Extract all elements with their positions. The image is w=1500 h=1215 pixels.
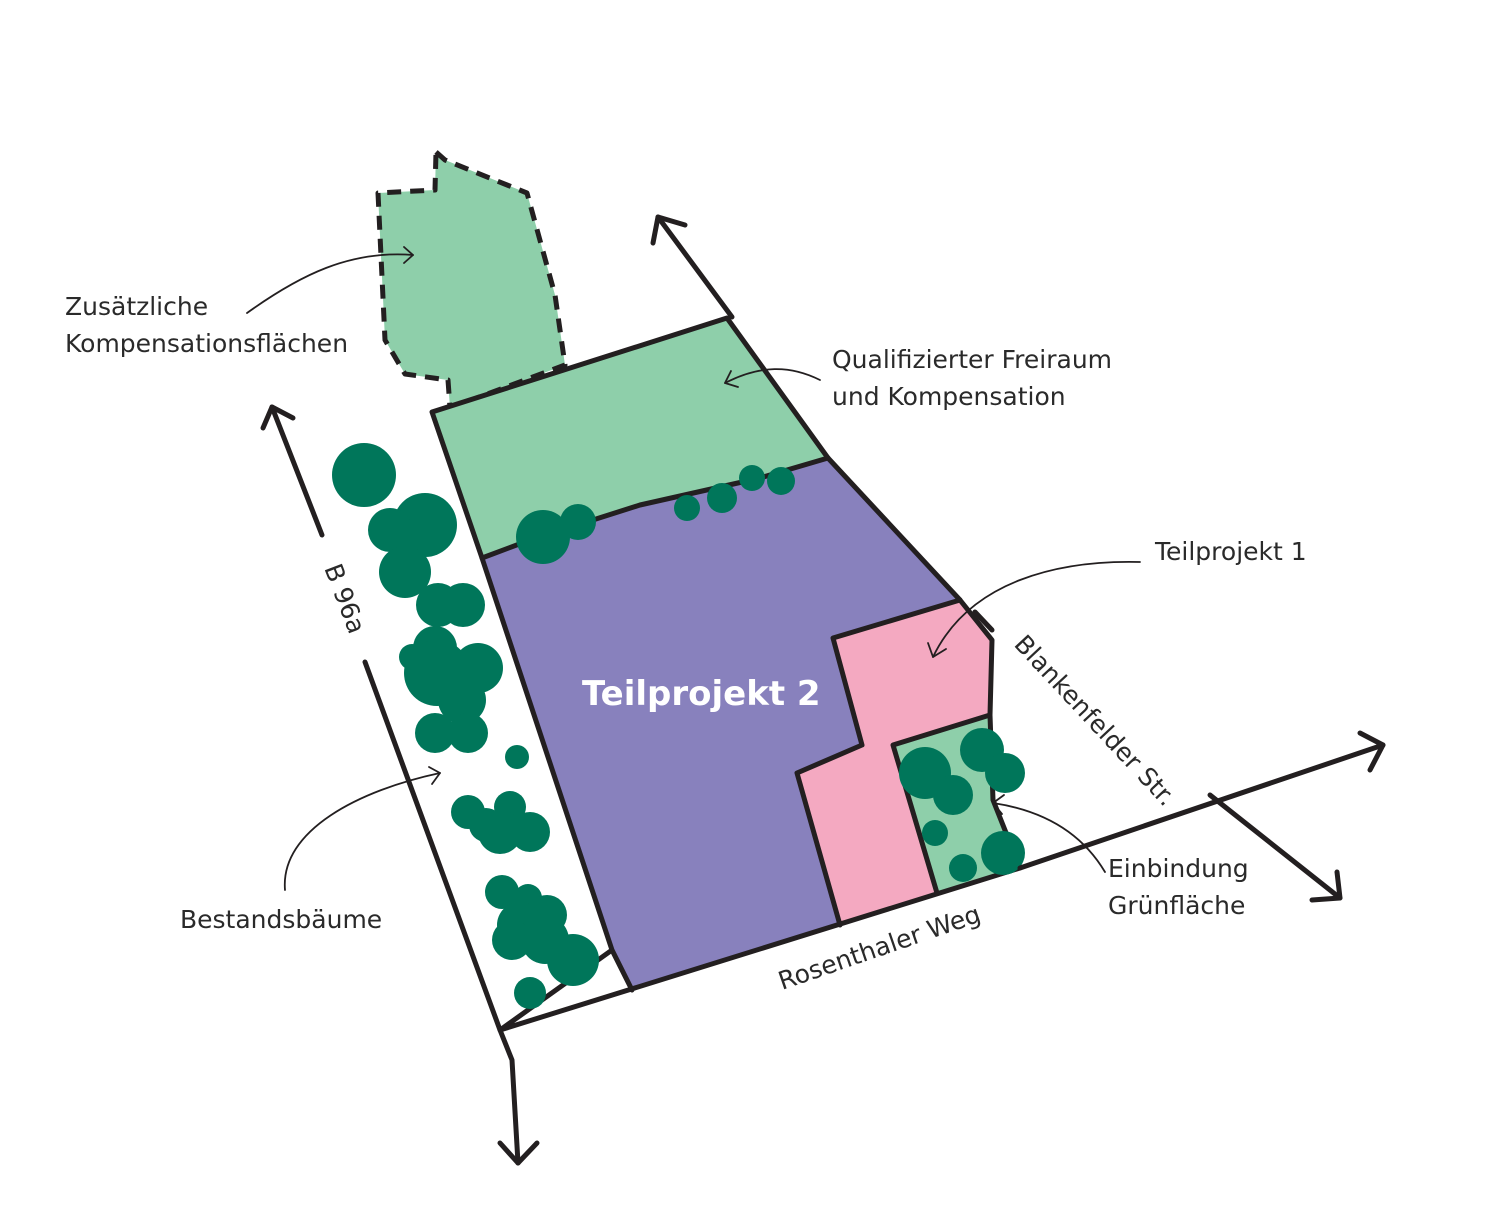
leader-qualifiziert — [724, 368, 821, 388]
label-bestandsbaeume: Bestandsbäume — [180, 905, 382, 934]
label-einbindung-line2: Grünfläche — [1108, 891, 1245, 920]
label-qualifiziert-line1: Qualifizierter Freiraum — [832, 345, 1112, 374]
trees-boundary — [516, 465, 795, 564]
qualified-open-space-area — [432, 318, 828, 558]
label-zusaetzliche-line2: Kompensationsflächen — [65, 329, 348, 358]
teilprojekt-2-label: Teilprojekt 2 — [582, 674, 821, 714]
leader-bestandsbaeume — [284, 766, 441, 891]
label-teilprojekt-1: Teilprojekt 1 — [1154, 537, 1307, 566]
street-label-b96a: B 96a — [318, 560, 371, 638]
label-qualifiziert-line2: und Kompensation — [832, 382, 1066, 411]
boundary-teilprojekt-1 — [794, 597, 963, 928]
trees-gruenflaeche — [899, 728, 1025, 882]
label-einbindung-line1: Einbindung — [1108, 854, 1249, 883]
street-b96a — [260, 404, 540, 1166]
leader-einbindung — [992, 794, 1106, 873]
street-label-blankenfelder: Blankenfelder Str. — [1009, 629, 1182, 811]
leader-teilprojekt-1 — [927, 560, 1141, 658]
label-zusaetzliche-line1: Zusätzliche — [65, 292, 208, 321]
leader-zusaetzliche — [246, 246, 414, 314]
existing-trees — [332, 443, 599, 1009]
additional-compensation-area — [375, 149, 568, 411]
teilprojekt-2-area — [482, 458, 960, 990]
site-outline — [429, 315, 1023, 1033]
street-blankenfelder — [650, 214, 1343, 903]
street-rosenthaler — [1017, 730, 1386, 871]
boundary-einbindung — [890, 712, 993, 896]
